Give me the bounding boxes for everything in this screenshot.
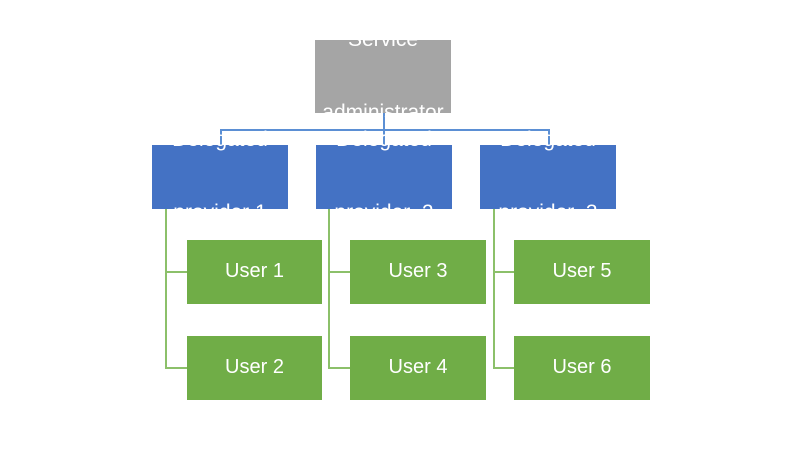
node-delegated-provider-3-line-1: Delegated [500,128,596,152]
node-user-6[interactable]: User 6 [514,336,650,400]
node-delegated-provider-2-label: Delegated provider 2 [334,80,433,275]
node-service-administrator-line-2: administrator [322,100,444,124]
connector-provider-1-to-user-2 [165,367,188,369]
connector-provider-1-to-user-1 [165,271,188,273]
connector-root-to-provider-1 [220,129,222,146]
connector-root-to-provider-3 [548,129,550,146]
node-delegated-provider-1-line-2: provider 1 [173,201,267,225]
node-delegated-provider-3-line-2: provider 3 [498,201,598,225]
connector-provider-3-to-user-5 [493,271,515,273]
connector-provider-1-spine [165,209,167,369]
node-user-4[interactable]: User 4 [350,336,486,400]
node-user-3[interactable]: User 3 [350,240,486,304]
connector-provider-3-spine [493,209,495,369]
node-user-1[interactable]: User 1 [187,240,322,304]
connector-provider-2-to-user-4 [328,367,351,369]
connector-provider-2-spine [328,209,330,369]
node-service-administrator-line-1: Service [347,27,418,51]
node-delegated-provider-1-label: Delegated provider 1 [172,80,268,275]
node-delegated-provider-3[interactable]: Delegated provider 3 [480,128,616,224]
node-service-administrator[interactable]: Service administrator [315,28,451,124]
connector-root-bus [220,129,550,131]
connector-provider-2-to-user-3 [328,271,351,273]
node-delegated-provider-2-line-1: Delegated [336,128,432,152]
node-delegated-provider-2[interactable]: Delegated provider 2 [316,128,452,224]
node-user-2[interactable]: User 2 [187,336,322,400]
node-delegated-provider-2-line-2: provider 2 [334,201,434,225]
node-user-5[interactable]: User 5 [514,240,650,304]
node-delegated-provider-1-line-1: Delegated [172,128,268,152]
node-delegated-provider-1[interactable]: Delegated provider 1 [152,128,288,224]
connector-root-to-provider-2 [383,129,385,146]
connector-root-stem [383,113,385,130]
node-service-administrator-label: Service administrator [322,0,443,174]
connector-provider-3-to-user-6 [493,367,515,369]
node-delegated-provider-3-label: Delegated provider 3 [498,80,597,275]
